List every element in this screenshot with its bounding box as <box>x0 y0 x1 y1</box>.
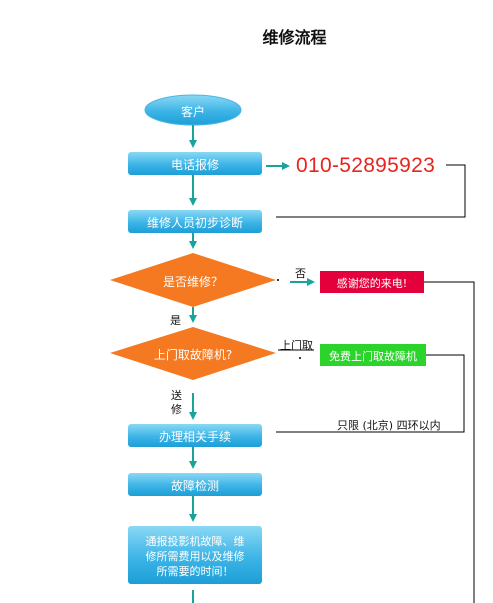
area-limit-label: 只限 (北京) 四环以内 <box>337 419 441 432</box>
pickup-decision-label: 上门取故障机? <box>153 348 233 362</box>
formalities-label: 办理相关手续 <box>158 430 231 444</box>
repair-decision-label: 是否维修？ <box>162 275 223 289</box>
pickup-branch-dot <box>299 357 301 359</box>
send-label-line-1: 送 <box>171 389 182 402</box>
phone-repair-label: 电话报修 <box>170 158 219 172</box>
notify-label-line-3: 所需要的时间！ <box>156 565 234 578</box>
notify-label-line-1: 通报投影机故障、维 <box>145 535 245 548</box>
repair-decision-node <box>110 253 276 307</box>
customer-label: 客户 <box>180 105 205 119</box>
notify-label-line-2: 修所需费用以及维修 <box>145 550 245 563</box>
notify-node <box>128 526 262 584</box>
phone-number: 010-52895923 <box>296 154 436 177</box>
no-branch-dot <box>277 279 279 281</box>
pickup-decision-node <box>110 327 276 380</box>
phone-number-return-line <box>276 164 466 218</box>
send-label-line-2: 修 <box>171 403 182 416</box>
phone-repair-node <box>128 152 262 175</box>
initial-diagnosis-label: 维修人员初步诊断 <box>146 216 243 230</box>
thanks-down-line <box>424 281 475 603</box>
free-pickup-box <box>320 344 426 366</box>
fault-detection-node <box>128 473 262 496</box>
no-label: 否 <box>295 267 306 280</box>
yes-label: 是 <box>170 314 181 327</box>
formalities-node <box>128 424 262 447</box>
fault-detection-label: 故障检测 <box>170 479 219 493</box>
free-pickup-label: 免费上门取故障机 <box>329 350 417 363</box>
free-pickup-return-line <box>276 354 465 433</box>
thanks-box <box>320 271 424 293</box>
page-title: 维修流程 <box>262 28 327 47</box>
thanks-label: 感谢您的来电! <box>336 277 408 290</box>
initial-diagnosis-node <box>128 210 262 233</box>
pickup-label: 上门取 <box>280 339 313 352</box>
